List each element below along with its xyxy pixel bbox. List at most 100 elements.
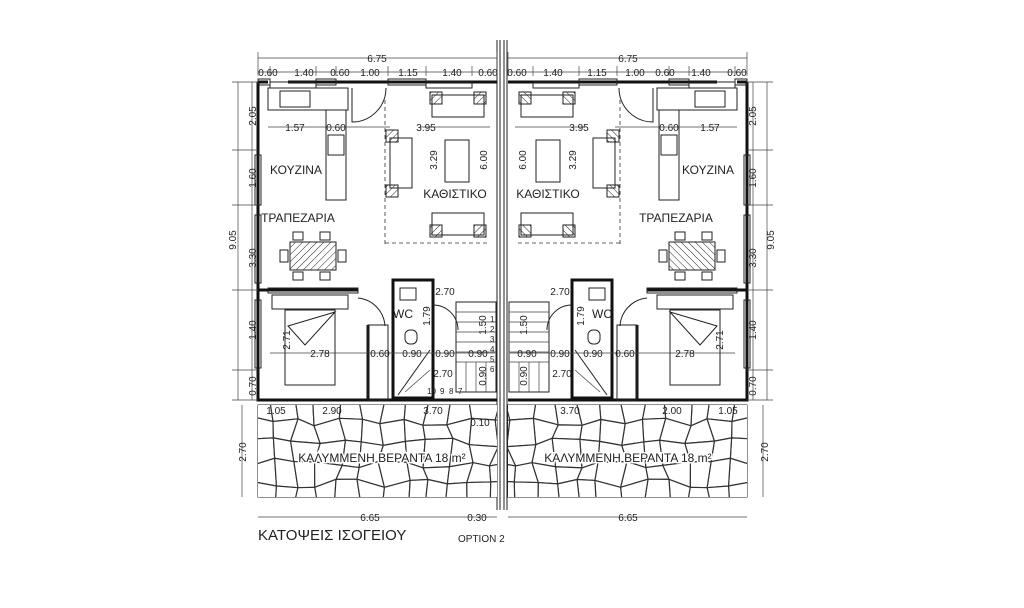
unit-left [232, 52, 521, 517]
dim-inner: 0.60 [615, 349, 635, 360]
dim-inner: 0.90 [517, 349, 537, 360]
dim-inner: 0.60 [370, 349, 390, 360]
dim-top: 1.00 [360, 68, 380, 79]
left-dimensions: 6.75 0.60 1.40 0.60 1.00 1.15 1.40 0.60 … [228, 54, 498, 524]
dim-side: 1.60 [248, 168, 259, 188]
stair-step: 6 [490, 365, 495, 374]
dim-inner: 0.60 [659, 123, 679, 134]
dim-bottom: 1.05 [266, 406, 286, 417]
dim-inner: 2.78 [675, 349, 695, 360]
dim-inner: 0.90 [435, 349, 455, 360]
stair-step: 3 [490, 335, 495, 344]
option-label: OPTION 2 [458, 534, 505, 545]
dim-top: 1.40 [543, 68, 563, 79]
dim-inner: 2.70 [550, 287, 570, 298]
room-kitchen: ΚΟΥΖΙΝΑ [682, 163, 734, 177]
dim-top: 1.15 [398, 68, 418, 79]
dim-inner: 1.50 [478, 315, 489, 335]
stair-step: 1 [490, 315, 495, 324]
dim-inner: 1.57 [700, 123, 720, 134]
dim-top: 1.40 [691, 68, 711, 79]
dim-top: 0.60 [727, 68, 747, 79]
dim-inner: 0.90 [583, 349, 603, 360]
dim-top: 0.60 [478, 68, 498, 79]
stair-step: 9 [440, 387, 445, 396]
dim-side: 2.05 [248, 106, 259, 126]
dim-veranda-width: 6.65 [360, 513, 380, 524]
dim-side: 1.40 [748, 320, 759, 340]
dim-inner: 3.29 [429, 150, 440, 170]
dim-top: 1.00 [625, 68, 645, 79]
dim-bottom: 0.10 [470, 418, 490, 429]
dim-veranda-width: 6.65 [618, 513, 638, 524]
room-wc: WC [393, 307, 413, 321]
dim-inner: 2.71 [282, 330, 293, 350]
dim-top: 1.40 [442, 68, 462, 79]
drawing-title: ΚΑΤΟΨΕΙΣ ΙΣΟΓΕΙΟΥ [258, 527, 406, 544]
dim-top: 1.40 [294, 68, 314, 79]
dim-inner: 0.90 [468, 349, 488, 360]
room-veranda: ΚΑΛΥΜΜΕΝΗ ΒΕΡΑΝΤΑ 18 m² [544, 451, 711, 465]
dim-veranda-height: 2.70 [760, 442, 771, 462]
dim-inner: 6.00 [479, 150, 490, 170]
dim-inner: 0.90 [550, 349, 570, 360]
dim-inner: 0.90 [402, 349, 422, 360]
dim-height: 9.05 [766, 230, 777, 250]
dim-inner: 2.78 [310, 349, 330, 360]
dim-inner: 0.90 [478, 366, 489, 386]
stair-step: 7 [458, 387, 463, 396]
unit-right [484, 52, 773, 517]
room-kitchen: ΚΟΥΖΙΝΑ [270, 163, 322, 177]
stair-step: 8 [449, 387, 454, 396]
stair-step: 10 [427, 387, 436, 396]
room-dining: ΤΡΑΠΕΖΑΡΙΑ [639, 211, 713, 225]
dim-inner: 3.95 [416, 123, 436, 134]
dim-inner: 1.57 [285, 123, 305, 134]
right-room-labels: ΚΟΥΖΙΝΑ ΤΡΑΠΕΖΑΡΙΑ ΚΑΘΙΣΤΙΚΟ WC ΚΑΛΥΜΜΕΝ… [516, 163, 734, 467]
dim-top: 0.60 [258, 68, 278, 79]
dim-height: 9.05 [228, 230, 239, 250]
dim-width: 6.75 [367, 54, 387, 65]
room-living: ΚΑΘΙΣΤΙΚΟ [423, 187, 486, 201]
dim-side: 1.40 [248, 320, 259, 340]
dim-inner: 3.29 [568, 150, 579, 170]
dim-bottom: 1.05 [718, 406, 738, 417]
dim-width: 6.75 [618, 54, 638, 65]
dim-inner: 1.79 [422, 306, 433, 326]
dim-top: 0.60 [330, 68, 350, 79]
party-wall [496, 40, 508, 510]
dim-side: 3.30 [748, 248, 759, 268]
dim-side: 2.05 [748, 106, 759, 126]
dim-inner: 1.50 [519, 315, 530, 335]
dim-inner: 1.79 [576, 306, 587, 326]
room-living: ΚΑΘΙΣΤΙΚΟ [516, 187, 579, 201]
stair-step: 5 [490, 355, 495, 364]
dim-top: 0.60 [507, 68, 527, 79]
room-veranda: ΚΑΛΥΜΜΕΝΗ ΒΕΡΑΝΤΑ 18 m² [298, 451, 465, 465]
dim-inner: 2.70 [435, 287, 455, 298]
dim-inner: 6.00 [518, 150, 529, 170]
left-room-labels: ΚΟΥΖΙΝΑ ΤΡΑΠΕΖΑΡΙΑ ΚΑΘΙΣΤΙΚΟ WC ΚΑΛΥΜΜΕΝ… [261, 163, 487, 467]
dim-inner: 2.70 [552, 369, 572, 380]
dim-bottom: 2.00 [662, 406, 682, 417]
dim-inner: 0.60 [326, 123, 346, 134]
dim-side: 0.70 [748, 376, 759, 396]
dim-bottom: 2.90 [322, 406, 342, 417]
dim-veranda-height: 2.70 [238, 442, 249, 462]
dim-side: 1.60 [748, 168, 759, 188]
right-dimensions: 6.75 0.60 1.40 1.15 1.00 0.60 1.40 0.60 … [507, 54, 777, 524]
dim-inner: 2.71 [715, 330, 726, 350]
stair-step: 4 [490, 345, 495, 354]
dim-inner: 3.95 [569, 123, 589, 134]
stair-step: 2 [490, 325, 495, 334]
dim-side: 3.30 [248, 248, 259, 268]
dim-bottom: 3.70 [560, 406, 580, 417]
dim-top: 0.60 [655, 68, 675, 79]
dim-inner: 0.90 [519, 366, 530, 386]
dim-side: 0.70 [248, 376, 259, 396]
dim-bottom: 3.70 [423, 406, 443, 417]
room-wc: WC [592, 307, 612, 321]
dim-top: 1.15 [587, 68, 607, 79]
room-dining: ΤΡΑΠΕΖΑΡΙΑ [261, 211, 335, 225]
